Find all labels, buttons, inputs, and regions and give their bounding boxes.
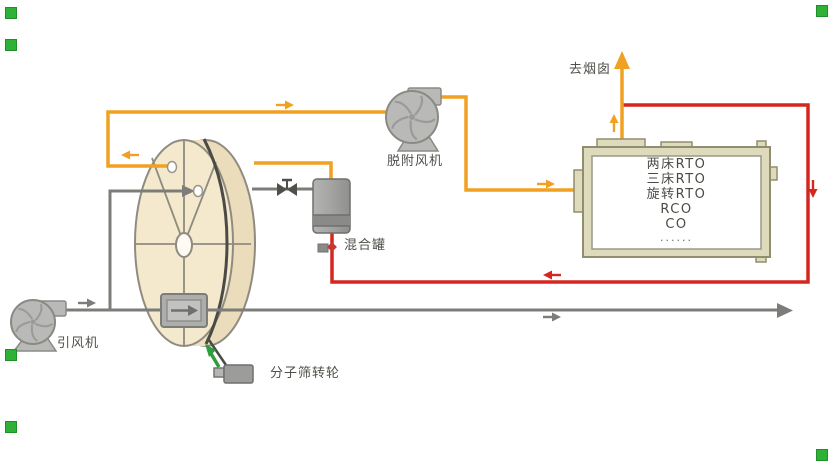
wheel-inlet-hole (166, 160, 178, 174)
pipe-fitting (317, 243, 329, 253)
fan-blades (15, 303, 54, 342)
desorption-air-pipe (106, 95, 576, 192)
rto-line: 旋转RTO (646, 187, 707, 202)
flow-arrow-icon (188, 305, 198, 316)
flow-arrow-icon (777, 303, 793, 318)
wheel-process-zone-box (160, 293, 208, 328)
selection-handle[interactable] (816, 5, 828, 17)
pipe-wheel-to-fan (106, 110, 390, 168)
selection-handle[interactable] (816, 449, 828, 461)
pipe-wheel-to-tank (254, 161, 333, 181)
chimney-arrow-icon (614, 51, 630, 139)
chimney-label: 去烟囱 (569, 62, 612, 77)
wheel-hub (175, 232, 193, 258)
desorption-fan-label: 脱附风机 (387, 154, 444, 169)
valve-icon (277, 178, 297, 196)
rto-line: ...... (660, 231, 693, 244)
wheel-inlet-hole (192, 184, 204, 198)
induced-draft-fan-label: 引风机 (57, 336, 100, 351)
rto-line: CO (665, 217, 688, 232)
fan-blades (391, 95, 436, 141)
wheel-drive-belt (202, 138, 229, 345)
rto-interior (591, 155, 762, 250)
molecular-sieve-rotor-label: 分子筛转轮 (270, 366, 341, 381)
selection-handle[interactable] (5, 39, 17, 51)
selection-handle[interactable] (5, 421, 17, 433)
pipe-fan-to-rto (441, 95, 576, 192)
rto-line: RCO (660, 202, 693, 217)
selection-handle[interactable] (5, 7, 17, 19)
selection-handle[interactable] (5, 349, 17, 361)
hot-air-return-pipe (317, 103, 810, 284)
flow-arrow-icon (182, 185, 195, 197)
rto-line: 两床RTO (646, 157, 707, 172)
mixing-tank-label: 混合罐 (344, 238, 387, 253)
rto-line: 三床RTO (646, 172, 707, 187)
rotor-motor (207, 339, 254, 384)
rotation-arrow-icon (205, 344, 221, 368)
induced-draft-fan-icon (10, 299, 67, 352)
desorption-fan-icon (385, 87, 442, 152)
mixing-tank (312, 178, 351, 234)
rto-text-block: 两床RTO 三床RTO 旋转RTO RCO CO ...... (592, 157, 761, 244)
rto-unit-box (573, 138, 778, 263)
pipe-fitting (327, 242, 337, 252)
